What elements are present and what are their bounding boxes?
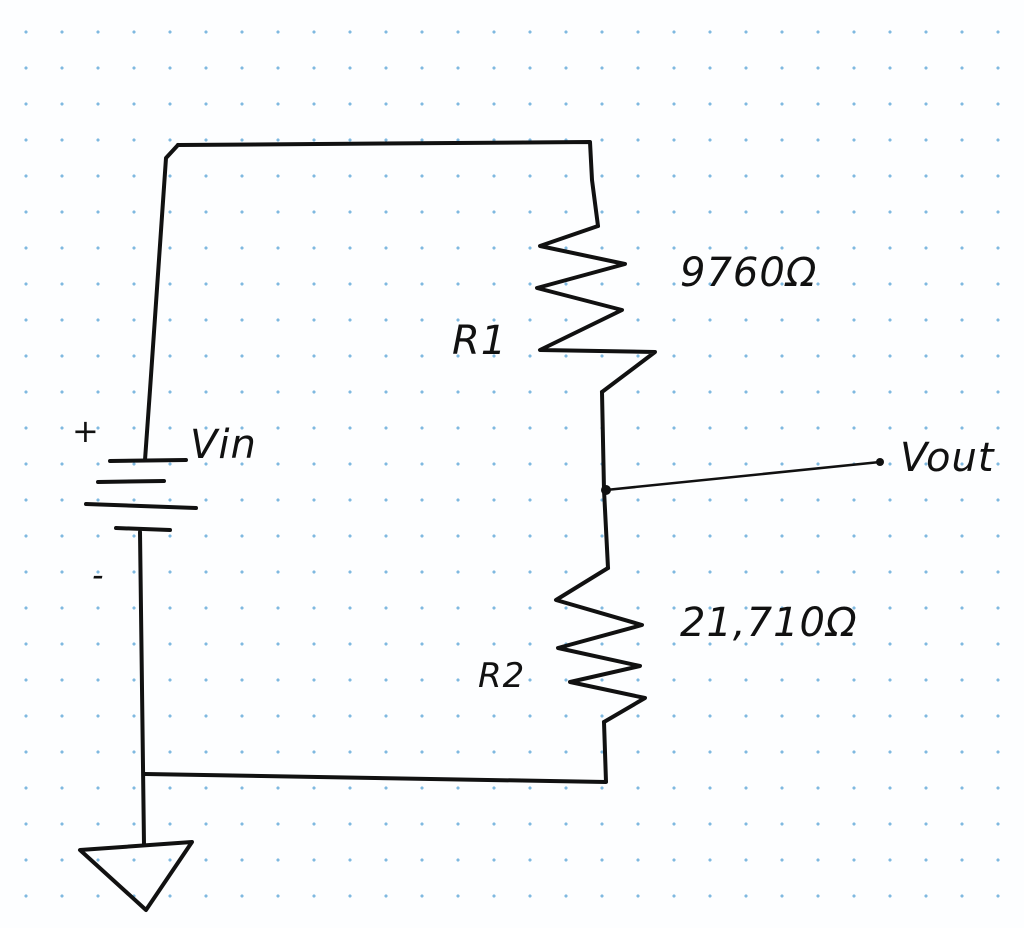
node-dot bbox=[601, 485, 611, 495]
left-wire bbox=[143, 143, 180, 462]
minus-label: - bbox=[92, 556, 105, 594]
r1-value-label: 9760Ω bbox=[680, 250, 818, 296]
vout-label: Vout bbox=[900, 435, 995, 481]
resistor-r1 bbox=[535, 224, 657, 394]
r2-label: R2 bbox=[478, 656, 526, 696]
battery-plate-2 bbox=[96, 479, 166, 484]
middle-wire bbox=[600, 390, 610, 570]
battery-plate-1 bbox=[108, 458, 188, 463]
battery-plate-3 bbox=[84, 502, 198, 510]
vout-wire bbox=[604, 460, 882, 492]
bottom-right-wire bbox=[143, 720, 608, 784]
ground-symbol bbox=[78, 840, 194, 912]
battery-plate-4 bbox=[114, 526, 172, 532]
vin-label: Vin bbox=[190, 422, 257, 468]
resistor-r2 bbox=[554, 566, 647, 724]
top-wire bbox=[176, 140, 600, 228]
r2-value-label: 21,710Ω bbox=[680, 600, 858, 646]
vout-terminal bbox=[876, 458, 884, 466]
r1-label: R1 bbox=[452, 318, 508, 364]
plus-label: + bbox=[72, 412, 100, 450]
ground-wire bbox=[138, 530, 146, 847]
